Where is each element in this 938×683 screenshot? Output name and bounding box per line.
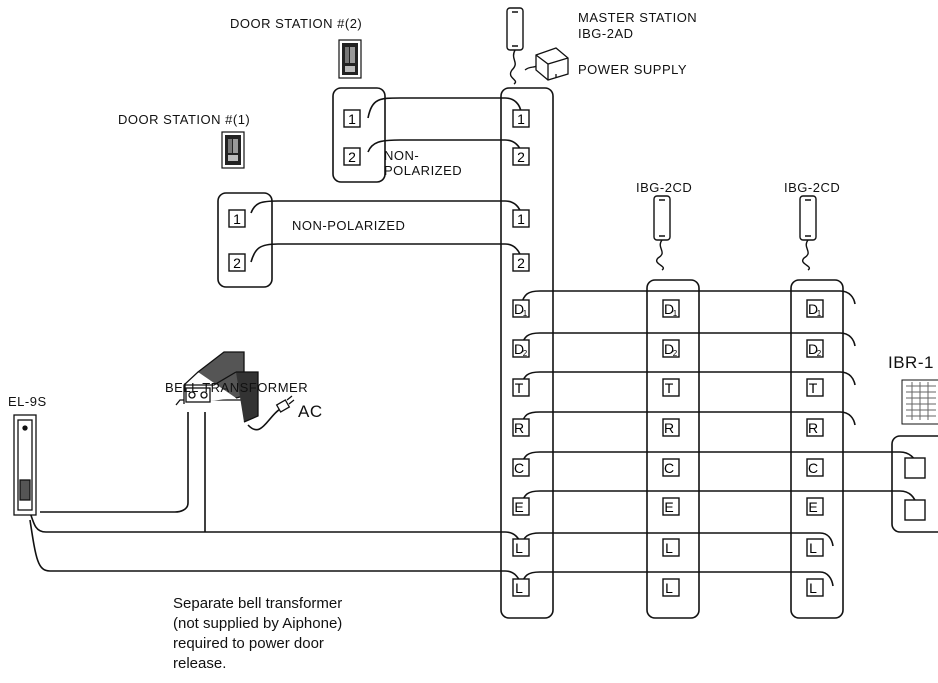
door1-terminal-frame xyxy=(217,192,273,288)
sub-b-terminal-c-4: C xyxy=(808,460,818,476)
door2-terminal-2: 2 xyxy=(348,149,356,165)
sub-b-terminal-e-5: E xyxy=(808,499,817,515)
ibr-1-icon xyxy=(901,379,938,425)
door-station-1-icon xyxy=(221,131,245,169)
sub-a-terminal-l-6: L xyxy=(665,540,673,556)
master-terminal-e-5: E xyxy=(514,499,523,515)
bus-wire-e xyxy=(520,490,917,506)
bus-wire-l2-sub xyxy=(520,571,834,587)
door2-terminal-1: 1 xyxy=(348,111,356,127)
sub-a-terminal-frame xyxy=(646,279,700,619)
master-terminal-l-7: L xyxy=(515,580,523,596)
non-polarized-upper-line2: POLARIZED xyxy=(384,163,463,178)
sub-b-terminal-t-2: T xyxy=(809,380,818,396)
sub-b-terminal-d1-0: D xyxy=(808,301,818,317)
master-terminal-l-6: L xyxy=(515,540,523,556)
ibr-terminal-frame xyxy=(891,435,938,533)
sub-station-b-label: IBG-2CD xyxy=(784,180,841,195)
sub-b-terminal-d2-1: D xyxy=(808,341,818,357)
bus-wire-d2 xyxy=(520,332,856,348)
bell-transformer-label: BELL TRANSFORMER xyxy=(165,380,309,395)
master-terminal-c-4: C xyxy=(514,460,524,476)
note-line-3: required to power door xyxy=(173,635,324,652)
note-line-1: Separate bell transformer xyxy=(173,595,343,612)
sub-a-terminal-d1-0-subscript: 1 xyxy=(673,309,678,318)
ac-plug-icon xyxy=(275,395,295,413)
master-terminal-d2-1-subscript: 2 xyxy=(523,349,528,358)
door-station-2-icon xyxy=(338,39,362,79)
power-supply-label: POWER SUPPLY xyxy=(578,62,688,77)
sub-b-terminal-r-3: R xyxy=(808,420,818,436)
master-terminal-2-3: 2 xyxy=(517,255,525,271)
master-terminal-1-2: 1 xyxy=(517,211,525,227)
master-station-icon xyxy=(506,7,524,85)
master-terminal-d1-0-subscript: 1 xyxy=(523,309,528,318)
master-terminal-frame xyxy=(500,87,554,619)
sub-b-terminal-d1-0-subscript: 1 xyxy=(817,309,822,318)
door1-terminal-2: 2 xyxy=(233,255,241,271)
master-terminal-d1-0: D xyxy=(514,301,524,317)
wire-door1-1 xyxy=(250,200,522,215)
door2-terminal-frame xyxy=(332,87,386,183)
door-station-2-label: DOOR STATION #(2) xyxy=(230,16,363,31)
ac-label: AC xyxy=(298,402,323,421)
sub-a-terminal-d2-1-subscript: 2 xyxy=(673,349,678,358)
sub-a-terminal-e-5: E xyxy=(664,499,673,515)
sub-a-terminal-d1-0: D xyxy=(664,301,674,317)
ac-cord xyxy=(247,407,283,431)
bell-transformer-note: Separate bell transformer (not supplied … xyxy=(173,594,342,674)
sub-station-a-label: IBG-2CD xyxy=(636,180,693,195)
bus-wire-l2 xyxy=(29,519,522,587)
door-station-1-label: DOOR STATION #(1) xyxy=(118,112,251,127)
note-line-2: (not supplied by Aiphone) xyxy=(173,615,343,632)
master-terminal-t-2: T xyxy=(515,380,524,396)
sub-b-terminal-l-6: L xyxy=(809,540,817,556)
sub-station-a-icon xyxy=(653,195,671,271)
sub-a-terminal-d2-1: D xyxy=(664,341,674,357)
bus-wire-d1 xyxy=(520,290,856,306)
master-terminal-2-1: 2 xyxy=(517,149,525,165)
bell-transformer-icon xyxy=(175,351,259,423)
sub-a-terminal-r-3: R xyxy=(664,420,674,436)
master-station-label-line1: MASTER STATION xyxy=(578,10,698,25)
wire-door1-2 xyxy=(250,243,522,263)
bus-wire-c xyxy=(520,451,917,467)
master-terminal-1-0: 1 xyxy=(517,111,525,127)
wire-door2-1 xyxy=(367,97,522,119)
sub-a-terminal-t-2: T xyxy=(665,380,674,396)
master-terminal-d2-1: D xyxy=(514,341,524,357)
note-line-4: release. xyxy=(173,655,227,672)
master-terminal-r-3: R xyxy=(514,420,524,436)
wire-door2-2 xyxy=(367,139,522,153)
bus-wire-l1 xyxy=(29,511,522,547)
ibr-1-label: IBR-1 xyxy=(888,353,934,372)
bus-wire-t xyxy=(520,371,856,387)
el-9s-door-release-icon xyxy=(13,414,37,516)
sub-b-terminal-l-7: L xyxy=(809,580,817,596)
sub-a-terminal-l-7: L xyxy=(665,580,673,596)
sub-a-terminal-c-4: C xyxy=(664,460,674,476)
non-polarized-lower: NON-POLARIZED xyxy=(292,218,406,233)
sub-b-terminal-frame xyxy=(790,279,844,619)
master-station-label-line2: IBG-2AD xyxy=(578,26,634,41)
bus-wire-r xyxy=(520,411,856,427)
sub-station-b-icon xyxy=(799,195,817,271)
power-supply-icon xyxy=(524,47,569,81)
non-polarized-upper-line1: NON- xyxy=(384,148,420,163)
el-9s-label: EL-9S xyxy=(8,394,47,409)
sub-b-terminal-d2-1-subscript: 2 xyxy=(817,349,822,358)
transformer-lead-1 xyxy=(40,412,189,513)
door1-terminal-1: 1 xyxy=(233,211,241,227)
